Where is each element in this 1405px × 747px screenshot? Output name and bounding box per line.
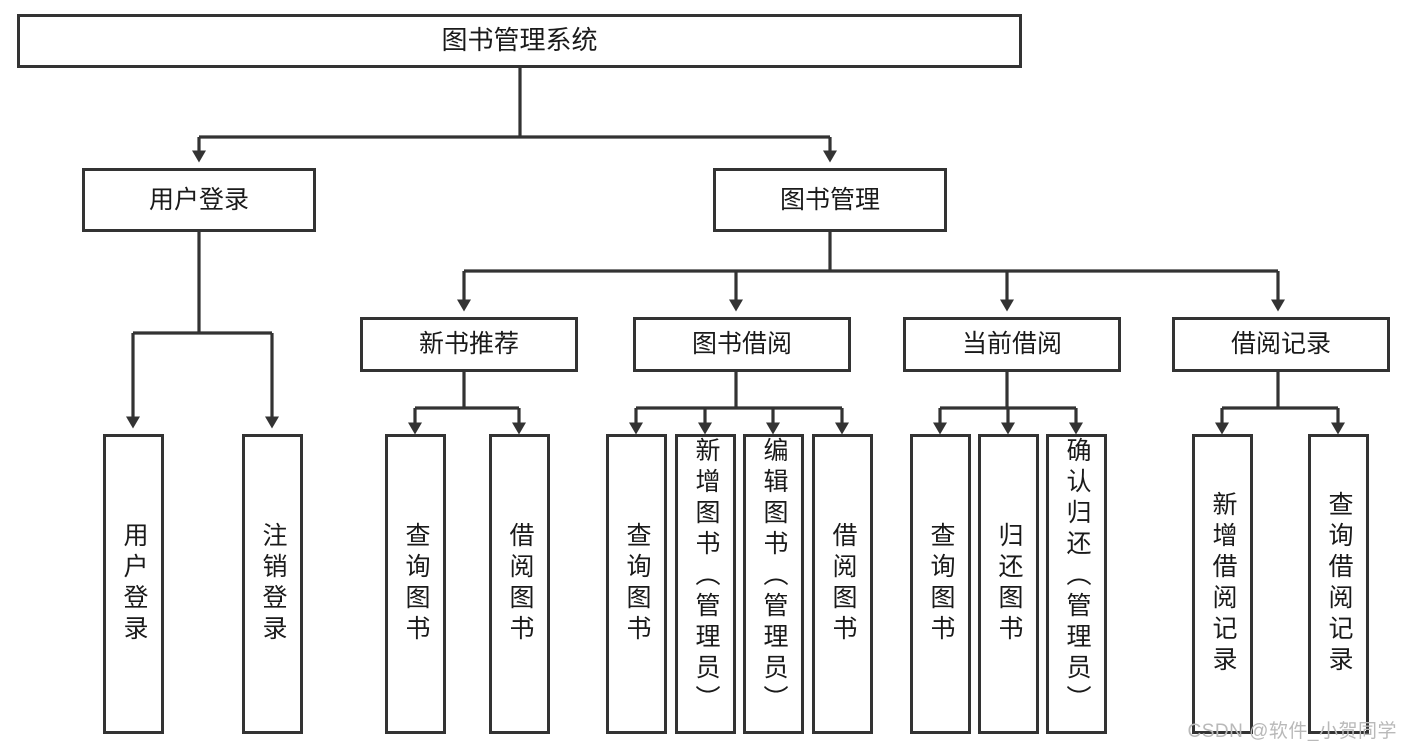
node-leaf-user-login-label: 用户登录	[120, 522, 148, 646]
node-new-book-recommend[interactable]: 新书推荐	[360, 317, 578, 372]
node-leaf-add-book-label: 新增图书（管理员）	[692, 437, 720, 716]
node-leaf-add-book[interactable]: 新增图书（管理员）	[675, 434, 736, 734]
node-current-borrow[interactable]: 当前借阅	[903, 317, 1121, 372]
node-leaf-logout-login[interactable]: 注销登录	[242, 434, 303, 734]
node-leaf-confirm-return-label: 确认归还（管理员）	[1063, 437, 1091, 716]
node-leaf-return-book[interactable]: 归还图书	[978, 434, 1039, 734]
node-user-login[interactable]: 用户登录	[82, 168, 316, 232]
node-leaf-borrow-book-2[interactable]: 借阅图书	[812, 434, 873, 734]
node-leaf-edit-book[interactable]: 编辑图书（管理员）	[743, 434, 804, 734]
node-leaf-confirm-return[interactable]: 确认归还（管理员）	[1046, 434, 1107, 734]
node-root-label: 图书管理系统	[441, 25, 598, 56]
node-leaf-edit-book-label: 编辑图书（管理员）	[760, 437, 788, 716]
node-borrow-record-label: 借阅记录	[1230, 330, 1331, 359]
node-new-book-recommend-label: 新书推荐	[418, 330, 519, 359]
node-leaf-borrow-book-2-label: 借阅图书	[829, 522, 857, 646]
node-leaf-add-record-label: 新增借阅记录	[1209, 491, 1237, 677]
node-leaf-query-record[interactable]: 查询借阅记录	[1308, 434, 1369, 734]
node-leaf-logout-login-label: 注销登录	[259, 522, 287, 646]
node-leaf-query-book-3[interactable]: 查询图书	[910, 434, 971, 734]
node-leaf-user-login[interactable]: 用户登录	[103, 434, 164, 734]
node-leaf-query-book-2[interactable]: 查询图书	[606, 434, 667, 734]
node-current-borrow-label: 当前借阅	[961, 330, 1062, 359]
node-root-book-management-system[interactable]: 图书管理系统	[17, 14, 1022, 68]
node-borrow-record[interactable]: 借阅记录	[1172, 317, 1390, 372]
node-leaf-query-book-1[interactable]: 查询图书	[385, 434, 446, 734]
node-user-login-label: 用户登录	[148, 185, 249, 214]
node-book-borrow[interactable]: 图书借阅	[633, 317, 851, 372]
node-leaf-borrow-book-1-label: 借阅图书	[506, 522, 534, 646]
node-leaf-borrow-book-1[interactable]: 借阅图书	[489, 434, 550, 734]
node-leaf-return-book-label: 归还图书	[995, 522, 1023, 646]
node-book-manage-label: 图书管理	[779, 185, 880, 214]
node-leaf-query-book-3-label: 查询图书	[927, 522, 955, 646]
node-leaf-add-record[interactable]: 新增借阅记录	[1192, 434, 1253, 734]
node-leaf-query-book-1-label: 查询图书	[402, 522, 430, 646]
node-book-borrow-label: 图书借阅	[691, 330, 792, 359]
node-leaf-query-record-label: 查询借阅记录	[1325, 491, 1353, 677]
node-book-manage[interactable]: 图书管理	[713, 168, 947, 232]
node-leaf-query-book-2-label: 查询图书	[623, 522, 651, 646]
